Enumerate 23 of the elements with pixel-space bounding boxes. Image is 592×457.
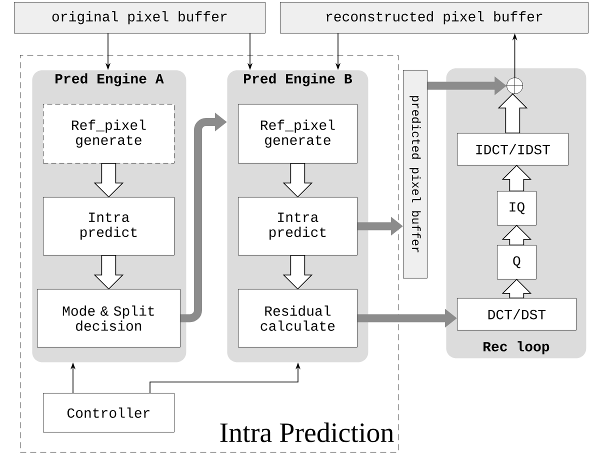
process-box: Controller [43,393,174,432]
process-box: Ref_pixel generate [238,104,358,164]
buffer-box: predicted pixel buffer [403,70,428,278]
block-arrow [502,164,532,192]
process-box: IDCT/IDST [457,133,568,166]
process-box: IQ [497,191,536,226]
block-arrow [502,224,532,246]
process-box: Residual calculate [238,289,358,348]
adder-symbol [506,77,524,94]
process-box: Q [497,245,536,280]
block-arrow [502,278,532,298]
process-box: Mode & Split decision [37,289,180,348]
process-box: Ref_pixel generate [43,104,174,164]
process-box: Intra predict [238,197,358,256]
process-box: DCT/DST [457,298,576,330]
block-arrow [282,254,313,290]
buffer-box: original pixel buffer [14,2,266,34]
block-arrow [94,163,124,198]
block-arrow [282,163,313,198]
block-arrow [498,93,528,134]
block-arrow [94,254,124,290]
process-box: Intra predict [43,197,174,256]
buffer-box: reconstructed pixel buffer [280,2,588,34]
